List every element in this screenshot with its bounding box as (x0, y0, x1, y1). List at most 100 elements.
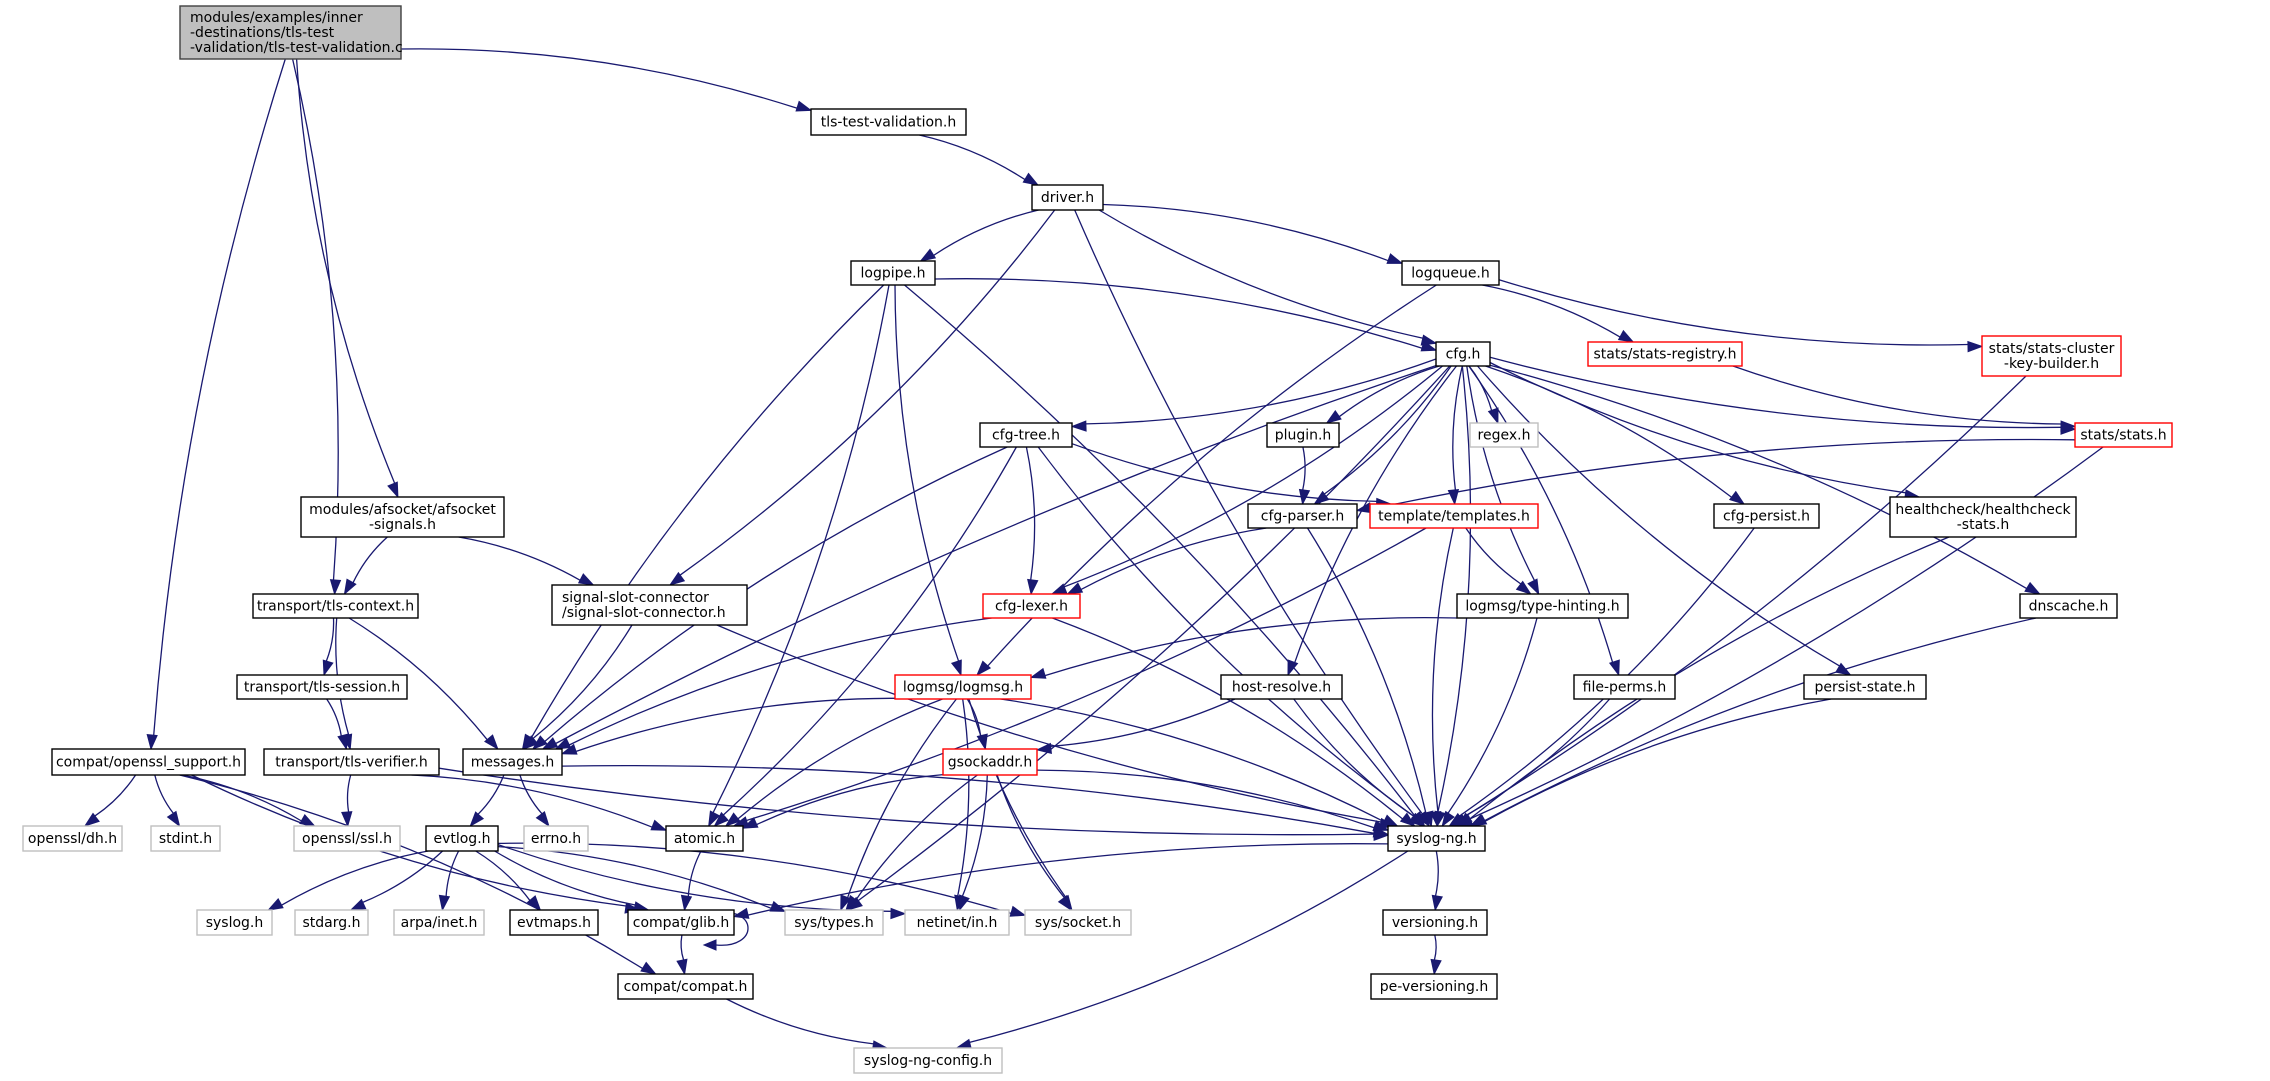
edge-cfg-to-sys-types (846, 365, 1451, 911)
node-box (551, 584, 748, 626)
node-persist-state[interactable]: persist-state.h (1803, 674, 1927, 700)
node-logqueue[interactable]: logqueue.h (1401, 260, 1500, 286)
node-cfg-persist[interactable]: cfg-persist.h (1713, 503, 1820, 529)
node-box (22, 825, 123, 852)
node-box (179, 5, 402, 60)
arrowhead-icon (1430, 811, 1442, 828)
edge-logmsg-to-syslog-ng (1000, 698, 1399, 827)
edge-logpipe-to-atomic (708, 284, 890, 828)
edge-type-hinting-to-syslog-ng (1441, 617, 1538, 828)
node-stats-cluster-key-builder[interactable]: stats/stats-cluster-key-builder.h (1981, 335, 2122, 377)
arrowhead-icon (2060, 420, 2077, 432)
arrowhead-icon (2024, 581, 2041, 595)
node-tls-verifier[interactable]: transport/tls-verifier.h (263, 748, 440, 776)
edge-afsocket-signals-to-tls-context (343, 536, 388, 596)
node-label: tls-test-validation.h (821, 115, 957, 131)
arrowhead-icon (1298, 488, 1311, 506)
node-box (263, 748, 440, 776)
node-messages[interactable]: messages.h (462, 748, 563, 776)
node-tls-test-validation[interactable]: tls-test-validation.h (810, 108, 967, 136)
edge-messages-to-errno (519, 774, 550, 828)
node-label: pe-versioning.h (1380, 979, 1488, 995)
edge-root-to-openssl-support (146, 58, 286, 751)
node-healthcheck-stats[interactable]: healthcheck/healthcheck-stats.h (1889, 496, 2077, 538)
node-signal-slot-connector[interactable]: signal-slot-connector/signal-slot-connec… (551, 584, 748, 626)
node-box (784, 909, 884, 936)
node-box (853, 1047, 1003, 1074)
node-cfg-lexer[interactable]: cfg-lexer.h (982, 593, 1081, 619)
node-cfg-parser[interactable]: cfg-parser.h (1247, 503, 1358, 529)
edge-evtlog-to-netinet-in (497, 843, 907, 920)
node-compat-glib[interactable]: compat/glib.h (627, 909, 735, 936)
edge-tls-session-to-tls-verifier (326, 698, 349, 751)
node-box (1456, 593, 1629, 619)
node-pe-versioning[interactable]: pe-versioning.h (1370, 973, 1498, 1000)
node-label: logmsg/type-hinting.h (1465, 599, 1619, 615)
node-compat-compat[interactable]: compat/compat.h (617, 973, 754, 1000)
edge-cfg-to-plugin (1325, 365, 1440, 424)
edge-driver-to-cfg (1098, 209, 1438, 346)
node-box (1370, 973, 1498, 1000)
edge-compat-compat-to-syslog-ng-config (726, 998, 889, 1052)
node-dnscache[interactable]: dnscache.h (2019, 593, 2118, 619)
edge-cfg-parser-to-cfg-lexer (1066, 527, 1267, 595)
node-box (979, 422, 1073, 448)
node-evtmaps[interactable]: evtmaps.h (509, 909, 599, 936)
node-openssl-support[interactable]: compat/openssl_support.h (51, 748, 246, 776)
node-label: dnscache.h (2029, 599, 2109, 615)
node-label: -stats.h (1957, 517, 2010, 533)
edge-afsocket-signals-to-signal-slot-connector (458, 536, 595, 586)
arrowhead-icon (676, 958, 688, 976)
node-stdarg: stdarg.h (294, 909, 369, 936)
node-stats[interactable]: stats/stats.h (2074, 422, 2173, 448)
node-label: stats/stats.h (2080, 428, 2166, 444)
node-syslog-ng[interactable]: syslog-ng.h (1387, 825, 1486, 852)
node-tls-context[interactable]: transport/tls-context.h (252, 593, 419, 619)
node-label: transport/tls-verifier.h (275, 755, 428, 771)
node-host-resolve[interactable]: host-resolve.h (1220, 674, 1343, 700)
arrowhead-icon (1617, 329, 1635, 343)
node-logpipe[interactable]: logpipe.h (850, 260, 936, 286)
edge-logpipe-to-messages (521, 284, 885, 751)
node-driver[interactable]: driver.h (1031, 184, 1104, 211)
node-box (942, 748, 1038, 776)
edge-templates-to-type-hinting (1465, 527, 1532, 595)
node-label: evtlog.h (433, 831, 490, 847)
node-label: logpipe.h (861, 266, 926, 282)
node-cfg[interactable]: cfg.h (1435, 341, 1491, 367)
node-tls-session[interactable]: transport/tls-session.h (236, 674, 408, 700)
edge-host-resolve-to-syslog-ng (1293, 698, 1425, 827)
node-box (236, 674, 408, 700)
arrowhead-icon (795, 100, 813, 112)
node-label: healthcheck/healthcheck (1895, 502, 2071, 518)
node-templates[interactable]: template/templates.h (1369, 503, 1539, 529)
edge-logpipe-to-cfg (934, 278, 1438, 352)
edge-syslog-ng-to-versioning (1431, 850, 1443, 912)
arrowhead-icon (640, 961, 657, 975)
node-box (1247, 503, 1358, 529)
node-stats-registry[interactable]: stats/stats-registry.h (1587, 341, 1743, 367)
node-syslog: syslog.h (196, 909, 273, 936)
node-label: /signal-slot-connector.h (562, 605, 726, 621)
node-root[interactable]: modules/examples/inner-destinations/tls-… (179, 5, 403, 60)
node-cfg-tree[interactable]: cfg-tree.h (979, 422, 1073, 448)
arrowhead-icon (146, 734, 158, 751)
node-gsockaddr[interactable]: gsockaddr.h (942, 748, 1038, 776)
node-evtlog[interactable]: evtlog.h (425, 825, 499, 852)
node-versioning[interactable]: versioning.h (1382, 909, 1488, 936)
node-label: transport/tls-session.h (244, 680, 400, 696)
node-type-hinting[interactable]: logmsg/type-hinting.h (1456, 593, 1629, 619)
node-logmsg[interactable]: logmsg/logmsg.h (894, 674, 1032, 700)
node-afsocket-signals[interactable]: modules/afsocket/afsocket-signals.h (300, 496, 505, 538)
arrowhead-icon (535, 810, 550, 828)
arrowhead-icon (1066, 582, 1084, 595)
node-label: openssl/dh.h (28, 831, 117, 847)
node-atomic[interactable]: atomic.h (665, 825, 744, 852)
node-plugin[interactable]: plugin.h (1266, 422, 1340, 448)
edge-messages-to-evtlog (469, 774, 505, 828)
node-box (665, 825, 744, 852)
arrowhead-icon (702, 939, 717, 951)
arrowhead-icon (1050, 583, 1068, 595)
node-label: stdint.h (159, 831, 212, 847)
node-file-perms[interactable]: file-perms.h (1573, 674, 1676, 700)
